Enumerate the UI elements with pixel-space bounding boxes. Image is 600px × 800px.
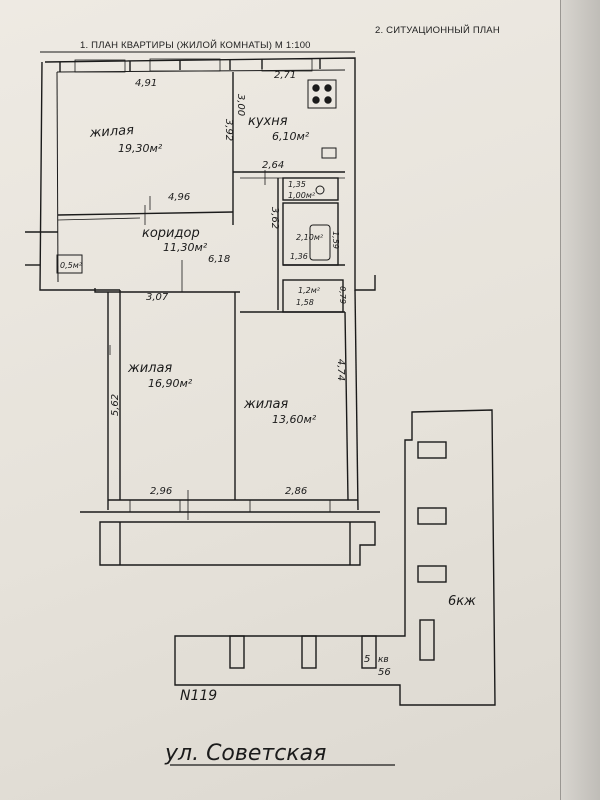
room-storage-area: 1,2м² bbox=[298, 286, 321, 295]
dim-bath2-side: 1,59 bbox=[331, 231, 340, 249]
next-page-edge bbox=[560, 0, 600, 800]
site-building-label: 6кж bbox=[448, 594, 476, 609]
dim-corridor-side: 3,62 bbox=[269, 207, 280, 229]
dim-living3-bottom: 2,86 bbox=[285, 486, 307, 497]
dim-living2-top: 3,07 bbox=[146, 292, 169, 303]
room-living2-area: 16,90м² bbox=[148, 377, 193, 390]
dim-kitchen-side: 3,00 bbox=[235, 94, 246, 116]
room-bath1-area: 1,00м² bbox=[288, 191, 316, 200]
dim-kitchen-bottom: 2,64 bbox=[262, 160, 284, 171]
room-living3-name: жилая bbox=[243, 397, 288, 412]
room-kitchen-name: кухня bbox=[248, 114, 288, 129]
dim-living1-side: 3,92 bbox=[223, 119, 234, 141]
dim-corridor-bottom: 6,18 bbox=[208, 254, 230, 265]
situation-plan-title: 2. СИТУАЦИОННЫЙ ПЛАН bbox=[375, 25, 500, 36]
dim-storage-bottom: 1,58 bbox=[296, 298, 314, 307]
room-living3-area: 13,60м² bbox=[272, 413, 317, 426]
room-closet-area: 0,5м² bbox=[60, 261, 83, 270]
site-building-outline bbox=[174, 409, 496, 706]
room-corridor-name: коридор bbox=[142, 226, 200, 241]
dim-living2-side: 5,62 bbox=[110, 394, 121, 416]
room-corridor-area: 11,30м² bbox=[163, 241, 208, 254]
room-kitchen-area: 6,10м² bbox=[272, 130, 310, 143]
dim-living1-bottom: 4,96 bbox=[168, 192, 190, 203]
dim-kitchen-top: 2,71 bbox=[274, 70, 296, 81]
dim-living3-side: 4,74 bbox=[335, 359, 346, 381]
dim-bath2-bottom: 1,36 bbox=[290, 252, 308, 261]
dim-living2-bottom: 2,96 bbox=[150, 486, 172, 497]
room-living2-name: жилая bbox=[127, 361, 172, 376]
site-entrance-apt-label: кв bbox=[378, 655, 389, 665]
dim-bath1: 1,35 bbox=[288, 180, 306, 189]
dim-storage-side: 0,79 bbox=[338, 286, 347, 304]
dim-living1-top: 4,91 bbox=[135, 78, 157, 89]
room-living1-name: жилая bbox=[88, 123, 134, 141]
plan-title: 1. ПЛАН КВАРТИРЫ (ЖИЛОЙ КОМНАТЫ) М 1:100 bbox=[80, 40, 311, 51]
site-entrance-floor: 5 bbox=[364, 654, 370, 665]
site-house-number: N119 bbox=[180, 688, 217, 704]
room-bath2-area: 2,10м² bbox=[296, 233, 324, 242]
street-name: ул. Советская bbox=[164, 741, 326, 766]
site-entrance-apt: 56 bbox=[378, 667, 391, 678]
room-living1-area: 19,30м² bbox=[118, 142, 163, 155]
